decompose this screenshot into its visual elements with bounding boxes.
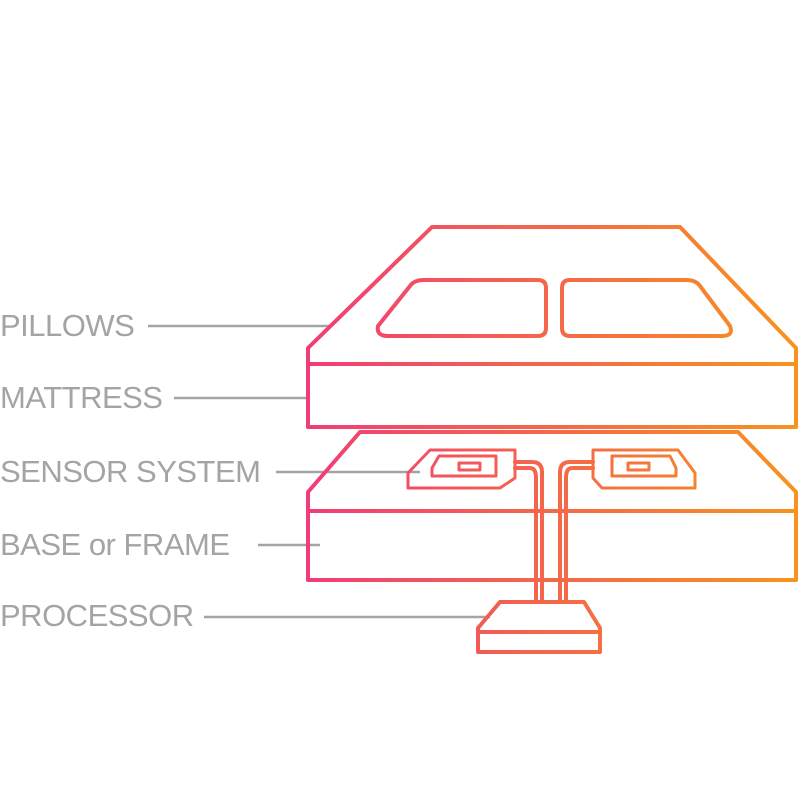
sensor-pad-right xyxy=(591,448,697,490)
sensor-pad-left xyxy=(406,448,517,490)
processor-label: PROCESSOR xyxy=(0,598,194,633)
pillow-left xyxy=(375,278,548,338)
base-frame-label: BASE or FRAME xyxy=(0,527,230,562)
pillows-label: PILLOWS xyxy=(0,308,135,343)
base-frame xyxy=(306,430,798,582)
sensor-system-label: SENSOR SYSTEM xyxy=(0,454,261,489)
processor-box xyxy=(476,600,602,654)
mattress xyxy=(306,225,798,429)
mattress-label: MATTRESS xyxy=(0,380,163,415)
pillow-right xyxy=(560,278,733,338)
processor-cables xyxy=(513,460,595,604)
